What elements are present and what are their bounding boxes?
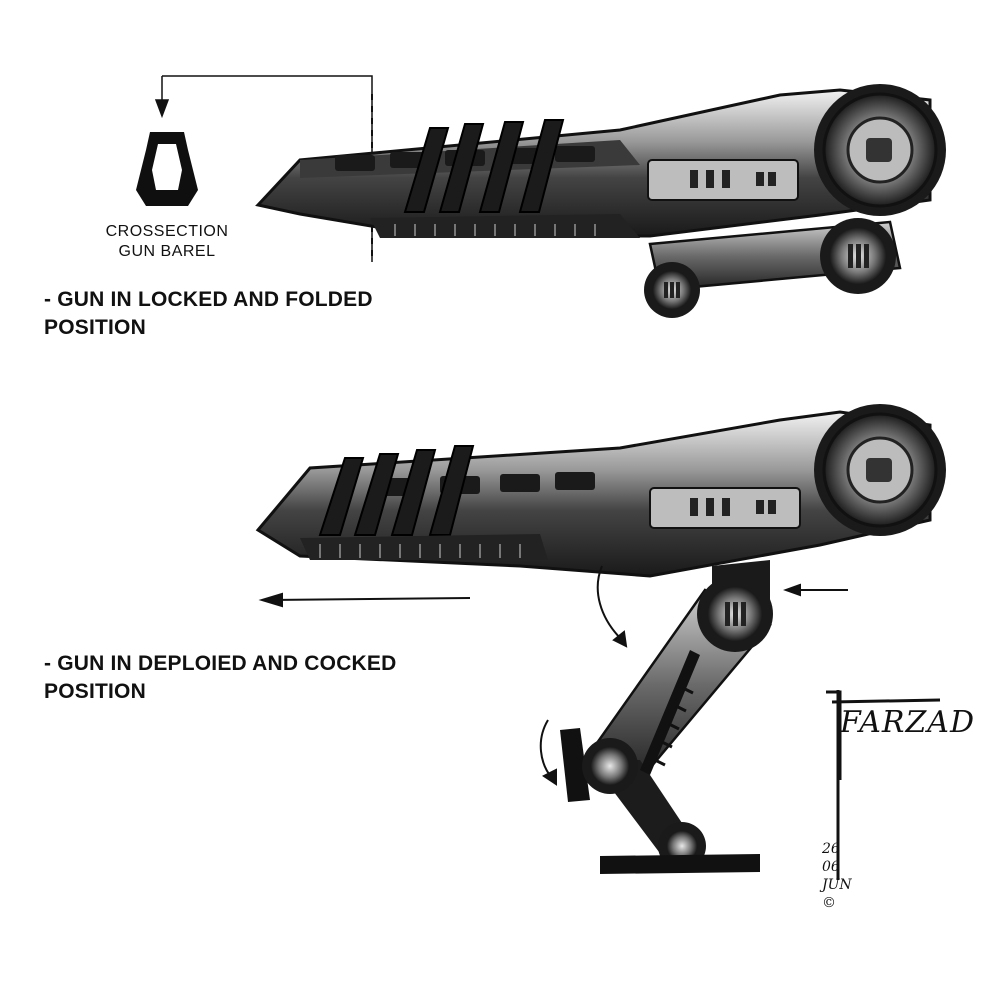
deployed-caption-line1: - GUN IN DEPLOIED AND COCKED bbox=[44, 652, 397, 675]
signature-mark bbox=[826, 690, 941, 880]
signature-date: 26 06 JUN © bbox=[822, 841, 852, 911]
locked-caption-line2: POSITION bbox=[44, 316, 146, 339]
gun-deployed bbox=[255, 404, 946, 874]
crossection-caption: CROSSECTION GUN BAREL bbox=[92, 222, 242, 262]
gun-locked bbox=[255, 84, 946, 318]
locked-caption-line1: - GUN IN LOCKED AND FOLDED bbox=[44, 288, 373, 311]
crossection-line1: CROSSECTION bbox=[105, 223, 229, 240]
deployed-caption-line2: POSITION bbox=[44, 680, 146, 703]
locked-caption: - GUN IN LOCKED AND FOLDED POSITION bbox=[44, 286, 373, 342]
deployed-caption: - GUN IN DEPLOIED AND COCKED POSITION bbox=[44, 650, 397, 706]
motion-arrows bbox=[258, 565, 848, 786]
barrel-crossection-icon bbox=[136, 132, 198, 206]
crossection-line2: GUN BAREL bbox=[118, 243, 216, 260]
signature: FARZAD bbox=[840, 705, 976, 740]
